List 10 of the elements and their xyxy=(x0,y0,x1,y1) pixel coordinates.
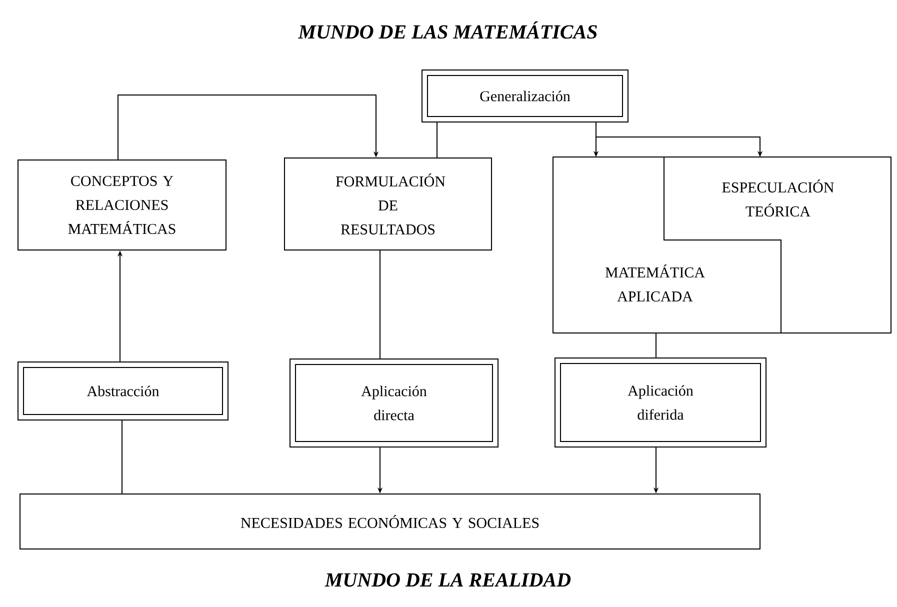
double-box: Aplicación diferida xyxy=(554,357,766,448)
title: MUNDO DE LAS MATEMÁTICAS xyxy=(298,21,597,39)
heading: MUNDO DE LA REALIDAD xyxy=(324,573,571,587)
double-box: Abstracción xyxy=(18,361,228,420)
arrow xyxy=(118,94,379,160)
process-box: FORMULACIÓN DE RESULTADOS xyxy=(284,158,492,250)
process-box: CONCEPTOS Y RELACIONES MATEMÁTICAS xyxy=(18,160,226,250)
double-box: Aplicación directa xyxy=(290,358,498,448)
process-box: NECESIDADES ECONÓMICAS Y SOCIALES xyxy=(20,493,760,550)
double-box: Generalización xyxy=(422,70,628,122)
